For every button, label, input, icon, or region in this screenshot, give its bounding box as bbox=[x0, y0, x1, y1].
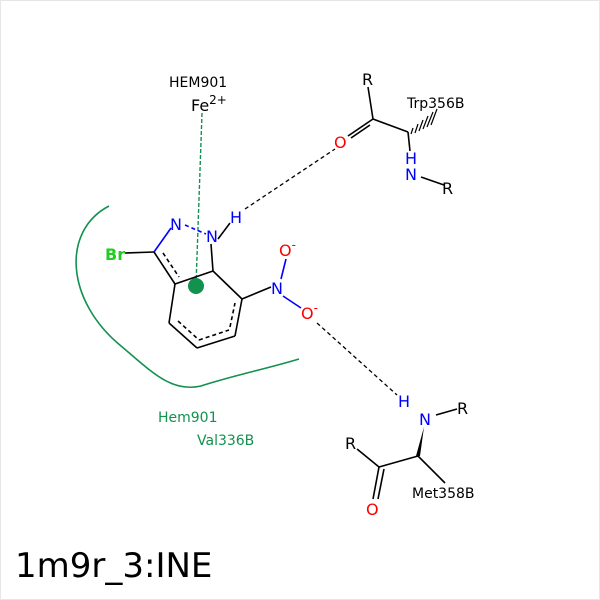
fe-coordination-line bbox=[195, 112, 203, 286]
bromine-atom: Br bbox=[105, 245, 125, 264]
oxygen-bottom-charge: - bbox=[314, 301, 318, 315]
hbond-nitro-o-to-met-h bbox=[316, 322, 398, 396]
trp-amide-hydrogen: H bbox=[405, 149, 417, 168]
fe-charge-label: 2+ bbox=[209, 93, 227, 107]
trp-stereo-hash bbox=[410, 108, 438, 135]
met-r-group-c: R bbox=[345, 434, 356, 453]
met-carbonyl-oxygen: O bbox=[366, 500, 379, 519]
fe-ion-label: Fe2+ bbox=[191, 93, 227, 115]
trp-carbonyl-oxygen: O bbox=[334, 133, 347, 152]
met-residue-label: Met358B bbox=[412, 486, 475, 502]
hydrophobic-residue-val336b: Val336B bbox=[197, 433, 254, 449]
nitro-oxygen-bottom: O- bbox=[301, 301, 318, 323]
ring-centroid-marker bbox=[188, 278, 204, 294]
trp-residue-label: Trp356B bbox=[406, 96, 464, 112]
residue-met358b-bonds bbox=[356, 408, 458, 500]
ring-nh-hydrogen: H bbox=[230, 208, 242, 227]
residue-trp356b-bonds bbox=[347, 86, 445, 186]
hydrophobic-residue-hem901: Hem901 bbox=[158, 410, 218, 426]
ring-nitrogen-2: N bbox=[206, 227, 218, 246]
hydrophobic-contact-arc bbox=[75, 205, 300, 389]
trp-r-group-top: R bbox=[362, 70, 373, 89]
oxygen-top-charge: - bbox=[292, 238, 296, 252]
met-r-group-n: R bbox=[457, 399, 468, 418]
nitro-oxygen-top: O- bbox=[279, 238, 296, 260]
met-amide-nitrogen: N bbox=[419, 410, 431, 429]
trp-amide-nitrogen: N bbox=[405, 165, 417, 184]
ring-nitrogen-1: N bbox=[170, 215, 182, 234]
ligand-bonds bbox=[124, 222, 302, 349]
met-amide-hydrogen: H bbox=[398, 392, 410, 411]
hbond-nh-to-trp-o bbox=[244, 148, 336, 210]
trp-r-group-n: R bbox=[442, 179, 453, 198]
nitro-nitrogen: N bbox=[271, 279, 283, 298]
met-stereo-wedge bbox=[416, 427, 424, 456]
diagram-title: 1m9r_3:INE bbox=[15, 546, 213, 586]
heme-label: HEM901 bbox=[169, 75, 227, 91]
